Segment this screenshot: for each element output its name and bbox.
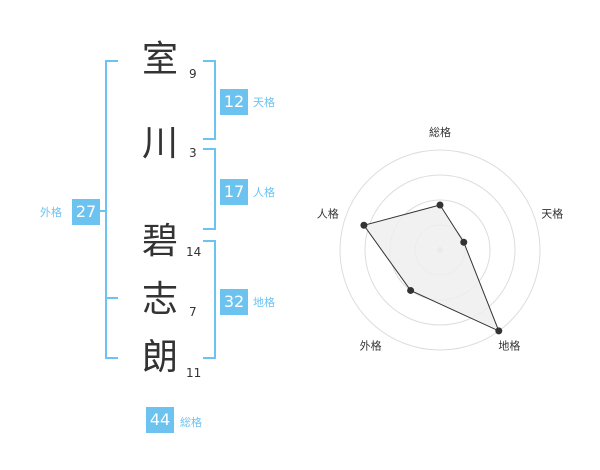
stroke-count-2: 3 [189,146,197,160]
gaikaku-badge: 27 [72,199,100,225]
name-char-2: 川 [141,123,178,164]
radar-axis-label-1: 総格 [429,125,451,139]
radar-ring [364,174,516,326]
soukaku-badge: 44 [146,407,174,433]
name-char-1: 室 [141,39,178,80]
radar-point-3 [495,327,503,335]
gaikaku-bracket-line [105,60,107,359]
chikaku-bracket-top [203,240,216,242]
chikaku-bracket-line [214,240,216,359]
radar-ring [339,149,541,351]
chikaku-badge: 32 [220,289,248,315]
gaikaku-bracket-top [105,60,118,62]
radar-point-5 [360,221,368,229]
name-char-3: 碧 [141,221,178,262]
gaikaku-bracket-mid [105,297,118,299]
jinkaku-bracket-bottom [203,228,216,230]
soukaku-label: 総格 [180,416,202,429]
gaikaku-bracket-stub [100,210,107,212]
gaikaku-bracket-bottom [105,357,118,359]
radar-axis-label-5: 人格 [317,207,339,221]
radar-polygon [363,204,500,332]
gaikaku-label: 外格 [40,206,62,219]
stroke-count-3: 14 [186,245,202,259]
radar-axis-label-3: 地格 [498,338,520,352]
stroke-count-5: 11 [186,366,202,380]
chikaku-bracket-bottom [203,357,216,359]
jinkaku-bracket-top [203,148,216,150]
radar-point-1 [436,201,444,209]
jinkaku-badge: 17 [220,179,248,205]
tenkaku-bracket-bottom [203,138,216,140]
name-char-4: 志 [141,279,178,320]
jinkaku-bracket-line [214,148,216,230]
name-char-5: 朗 [141,337,178,378]
tenkaku-badge: 12 [220,89,248,115]
radar-axis-label-4: 外格 [360,338,382,352]
radar-axis-label-2: 天格 [541,207,563,221]
radar-point-2 [460,238,468,246]
stroke-count-4: 7 [189,305,197,319]
tenkaku-label: 天格 [253,96,275,109]
tenkaku-bracket-top [203,60,216,62]
chikaku-label: 地格 [253,296,275,309]
jinkaku-label: 人格 [253,186,275,199]
tenkaku-bracket-line [214,60,216,140]
radar-point-4 [407,286,415,294]
radar-series [360,201,503,335]
stroke-count-1: 9 [189,67,197,81]
